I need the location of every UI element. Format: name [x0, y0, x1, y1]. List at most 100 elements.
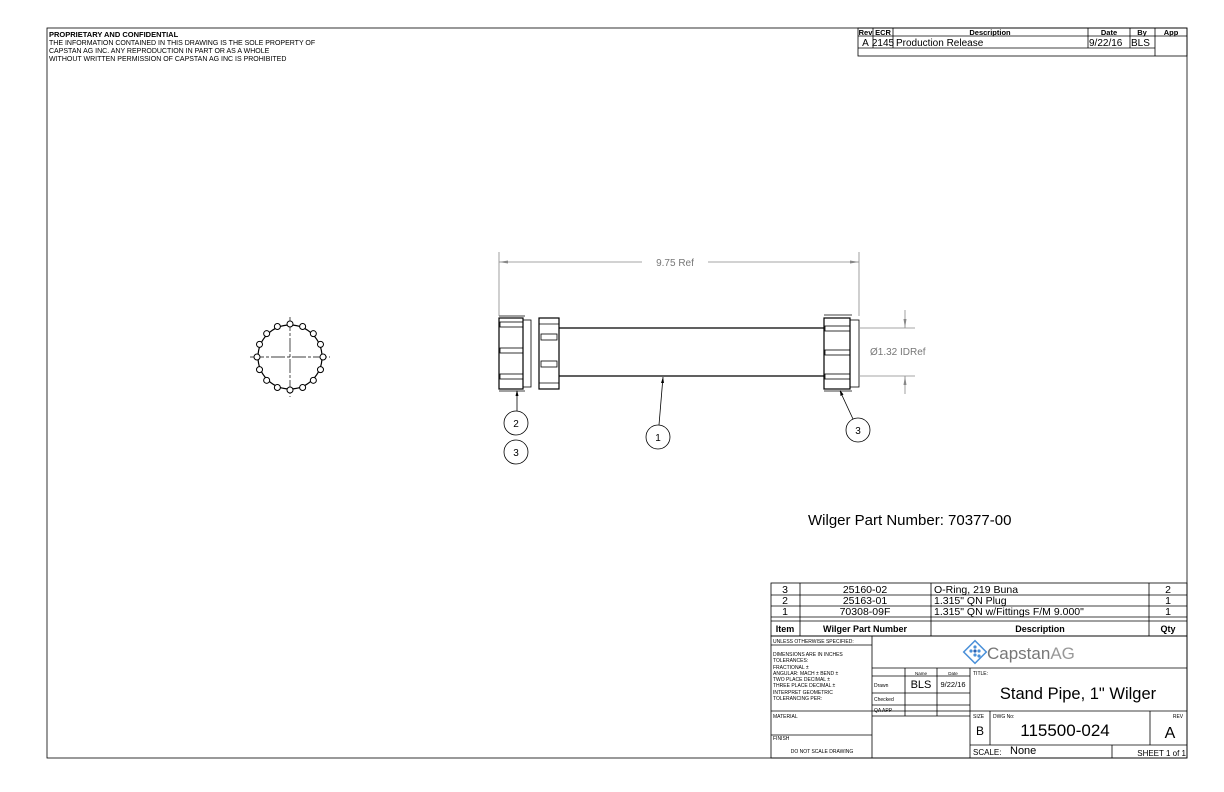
rev-date-header: Date — [1101, 28, 1117, 37]
rev-by-value: BLS — [1131, 38, 1150, 49]
title-label: TITLE: — [973, 671, 988, 677]
svg-text:ANGULAR: MACH ± BEND ±: ANGULAR: MACH ± BEND ± — [773, 671, 838, 677]
logo-text-capstan: Capstan — [987, 644, 1050, 663]
svg-text:FRACTIONAL ±: FRACTIONAL ± — [773, 665, 809, 671]
end-view-lobe — [253, 353, 261, 361]
notice-line: CAPSTAN AG INC. ANY REPRODUCTION IN PART… — [49, 48, 270, 55]
part-number-note: Wilger Part Number: 70377-00 — [808, 512, 1011, 529]
plug-nut — [538, 317, 560, 390]
svg-text:9/22/16: 9/22/16 — [940, 680, 965, 689]
svg-text:1.315" QN Plug: 1.315" QN Plug — [934, 595, 1007, 607]
svg-text:Date: Date — [948, 671, 958, 676]
ecr-value: 2145 — [872, 38, 895, 49]
svg-text:DIMENSIONS ARE IN INCHES: DIMENSIONS ARE IN INCHES — [773, 652, 843, 658]
svg-text:1: 1 — [655, 433, 661, 444]
svg-text:1.315" QN w/Fittings F/M 9.000: 1.315" QN w/Fittings F/M 9.000" — [934, 606, 1084, 618]
svg-text:1: 1 — [1165, 595, 1171, 607]
bom-table: 3 25160-02 O-Ring, 219 Buna 2 2 25163-01… — [770, 582, 1188, 637]
capstan-logo: CapstanAG — [962, 639, 1075, 665]
balloon-3-left: 3 — [503, 439, 529, 465]
notice-heading: PROPRIETARY AND CONFIDENTIAL — [49, 30, 179, 39]
end-view-lobe — [316, 340, 324, 348]
rev-value: A — [862, 38, 869, 49]
svg-text:2: 2 — [1165, 584, 1171, 596]
notice-line: WITHOUT WRITTEN PERMISSION OF CAPSTAN AG… — [49, 56, 286, 63]
drawing-title: Stand Pipe, 1" Wilger — [1000, 685, 1157, 703]
end-view-lobe — [263, 330, 271, 338]
balloon-3-right: 3 — [839, 390, 871, 443]
dwg-no-label: DWG No: — [993, 714, 1014, 720]
notice-line: THE INFORMATION CONTAINED IN THIS DRAWIN… — [49, 40, 315, 47]
rev-description-value: Production Release — [896, 38, 984, 49]
confidential-notice: PROPRIETARY AND CONFIDENTIAL THE INFORMA… — [49, 30, 315, 63]
end-view-lobe — [299, 383, 307, 391]
svg-text:2: 2 — [782, 595, 788, 607]
svg-text:Description: Description — [1015, 624, 1065, 634]
size-value: B — [976, 724, 984, 738]
diameter-dim-text: Ø1.32 IDRef — [870, 347, 926, 358]
logo-diamond-icon — [962, 639, 988, 665]
bom-row: 1 70308-09F 1.315" QN w/Fittings F/M 9.0… — [782, 606, 1171, 618]
svg-text:70308-09F: 70308-09F — [840, 606, 891, 618]
end-view-lobe — [256, 366, 264, 374]
rev-date-value: 9/22/16 — [1089, 38, 1123, 49]
svg-text:O-Ring, 219 Buna: O-Ring, 219 Buna — [934, 584, 1018, 596]
revision-table: Rev ECR Description Date By App A 2145 P… — [857, 27, 1188, 57]
tolerance-notes: UNLESS OTHERWISE SPECIFIED: DIMENSIONS A… — [773, 639, 854, 755]
end-view-lobe — [309, 330, 317, 338]
end-view-lobe — [273, 323, 281, 331]
title-block: UNLESS OTHERWISE SPECIFIED: DIMENSIONS A… — [770, 635, 1188, 759]
end-view-lobe — [319, 353, 327, 361]
end-view-lobe — [286, 320, 294, 328]
svg-text:TWO PLACE DECIMAL ±: TWO PLACE DECIMAL ± — [773, 677, 830, 683]
sheet-number: SHEET 1 of 1 — [1137, 749, 1186, 758]
svg-text:1: 1 — [782, 606, 788, 618]
svg-text:Item: Item — [776, 624, 795, 634]
sheet-border — [46, 27, 1188, 759]
size-label: SIZE — [973, 714, 985, 720]
bom-row: 2 25163-01 1.315" QN Plug 1 — [782, 595, 1171, 607]
revision-row: A 2145 Production Release 9/22/16 BLS — [862, 38, 1150, 49]
end-view-lobe — [273, 383, 281, 391]
side-view: 9.75 Ref Ø1.32 IDRef 2 3 1 — [498, 252, 926, 465]
right-nut — [823, 314, 860, 392]
svg-text:Checked: Checked — [874, 697, 894, 703]
svg-text:INTERPRET GEOMETRIC: INTERPRET GEOMETRIC — [773, 690, 833, 696]
rev-letter: A — [1165, 725, 1176, 742]
length-dim-text: 9.75 Ref — [656, 258, 694, 269]
svg-text:QA APP: QA APP — [874, 708, 893, 714]
svg-text:TOLERANCING PER:: TOLERANCING PER: — [773, 696, 822, 702]
end-view-lobe — [256, 340, 264, 348]
drawing-number: 115500-024 — [1020, 721, 1110, 740]
balloon-2: 2 — [503, 390, 529, 436]
rev-by-header: By — [1137, 28, 1147, 37]
end-view-lobe — [263, 376, 271, 384]
approvals: Name Date Drawn BLS 9/22/16 Checked QA A… — [874, 671, 966, 714]
diameter-dimension: Ø1.32 IDRef — [860, 310, 926, 394]
end-view — [250, 317, 330, 397]
svg-text:3: 3 — [782, 584, 788, 596]
svg-text:FINISH: FINISH — [773, 736, 790, 742]
rev-description-header: Description — [969, 28, 1011, 37]
svg-text:Name: Name — [915, 671, 928, 676]
svg-text:DO NOT SCALE DRAWING: DO NOT SCALE DRAWING — [791, 749, 854, 755]
svg-text:BLS: BLS — [911, 679, 932, 691]
svg-text:Drawn: Drawn — [874, 683, 889, 689]
rev-label: REV — [1173, 714, 1184, 720]
ecr-header: ECR — [875, 28, 891, 37]
svg-text:1: 1 — [1165, 606, 1171, 618]
scale-value: None — [1010, 745, 1036, 757]
svg-text:THREE PLACE DECIMAL ±: THREE PLACE DECIMAL ± — [773, 683, 836, 689]
svg-text:Wilger Part Number: Wilger Part Number — [823, 624, 907, 634]
svg-text:2: 2 — [513, 419, 519, 430]
svg-text:3: 3 — [513, 448, 519, 459]
length-dimension: 9.75 Ref — [498, 252, 860, 316]
svg-text:25163-01: 25163-01 — [843, 595, 888, 607]
rev-header: Rev — [859, 28, 874, 37]
left-nut — [498, 315, 532, 392]
svg-text:TOLERANCES:: TOLERANCES: — [773, 658, 808, 664]
svg-text:MATERIAL: MATERIAL — [773, 714, 798, 720]
balloon-1: 1 — [645, 376, 671, 450]
bom-header: Item Wilger Part Number Description Qty — [776, 624, 1176, 634]
